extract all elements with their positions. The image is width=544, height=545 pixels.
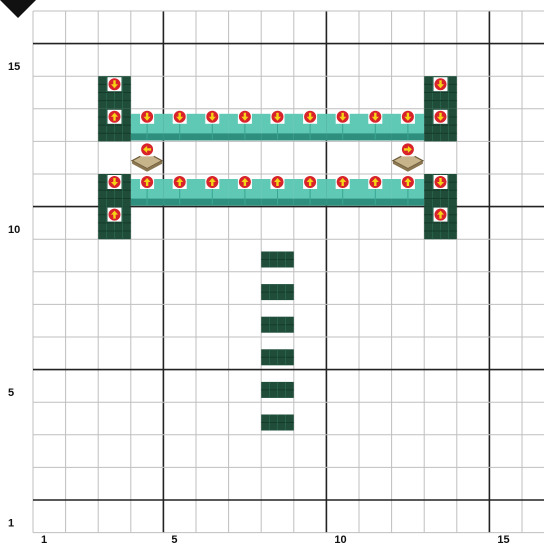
x-axis-label: 15 [497, 534, 509, 545]
direction-arrow-icon [401, 142, 415, 156]
direction-arrow-icon [140, 175, 154, 189]
x-axis-label: 1 [41, 534, 47, 545]
y-axis-label: 15 [8, 61, 20, 73]
direction-arrow-icon [238, 175, 252, 189]
direction-arrow-icon [173, 175, 187, 189]
direction-arrow-icon [368, 175, 382, 189]
direction-arrow-icon [108, 175, 122, 189]
direction-arrow-icon [401, 175, 415, 189]
direction-arrow-icon [401, 110, 415, 124]
y-axis-label: 1 [8, 518, 14, 530]
blocks-layer [98, 76, 457, 430]
direction-arrow-icon [271, 175, 285, 189]
direction-arrow-icon [434, 175, 448, 189]
direction-arrow-icon [336, 175, 350, 189]
direction-arrow-icon [205, 175, 219, 189]
direction-arrow-icon [303, 110, 317, 124]
direction-arrow-icon [173, 110, 187, 124]
direction-arrow-icon [336, 110, 350, 124]
direction-arrow-icon [238, 110, 252, 124]
corner-marker-icon [0, 0, 36, 18]
y-axis-label: 5 [8, 387, 14, 399]
direction-arrow-icon [434, 110, 448, 124]
x-axis-label: 5 [171, 534, 177, 545]
direction-arrow-icon [205, 110, 219, 124]
direction-arrow-icon [434, 208, 448, 222]
direction-arrow-icon [434, 77, 448, 91]
direction-arrow-icon [108, 110, 122, 124]
x-axis-label: 10 [334, 534, 346, 545]
direction-arrow-icon [140, 142, 154, 156]
direction-arrow-icon [368, 110, 382, 124]
direction-arrow-icon [140, 110, 154, 124]
direction-arrow-icon [108, 208, 122, 222]
y-axis-label: 10 [8, 224, 20, 236]
direction-arrow-icon [271, 110, 285, 124]
direction-arrow-icon [108, 77, 122, 91]
direction-arrow-icon [303, 175, 317, 189]
